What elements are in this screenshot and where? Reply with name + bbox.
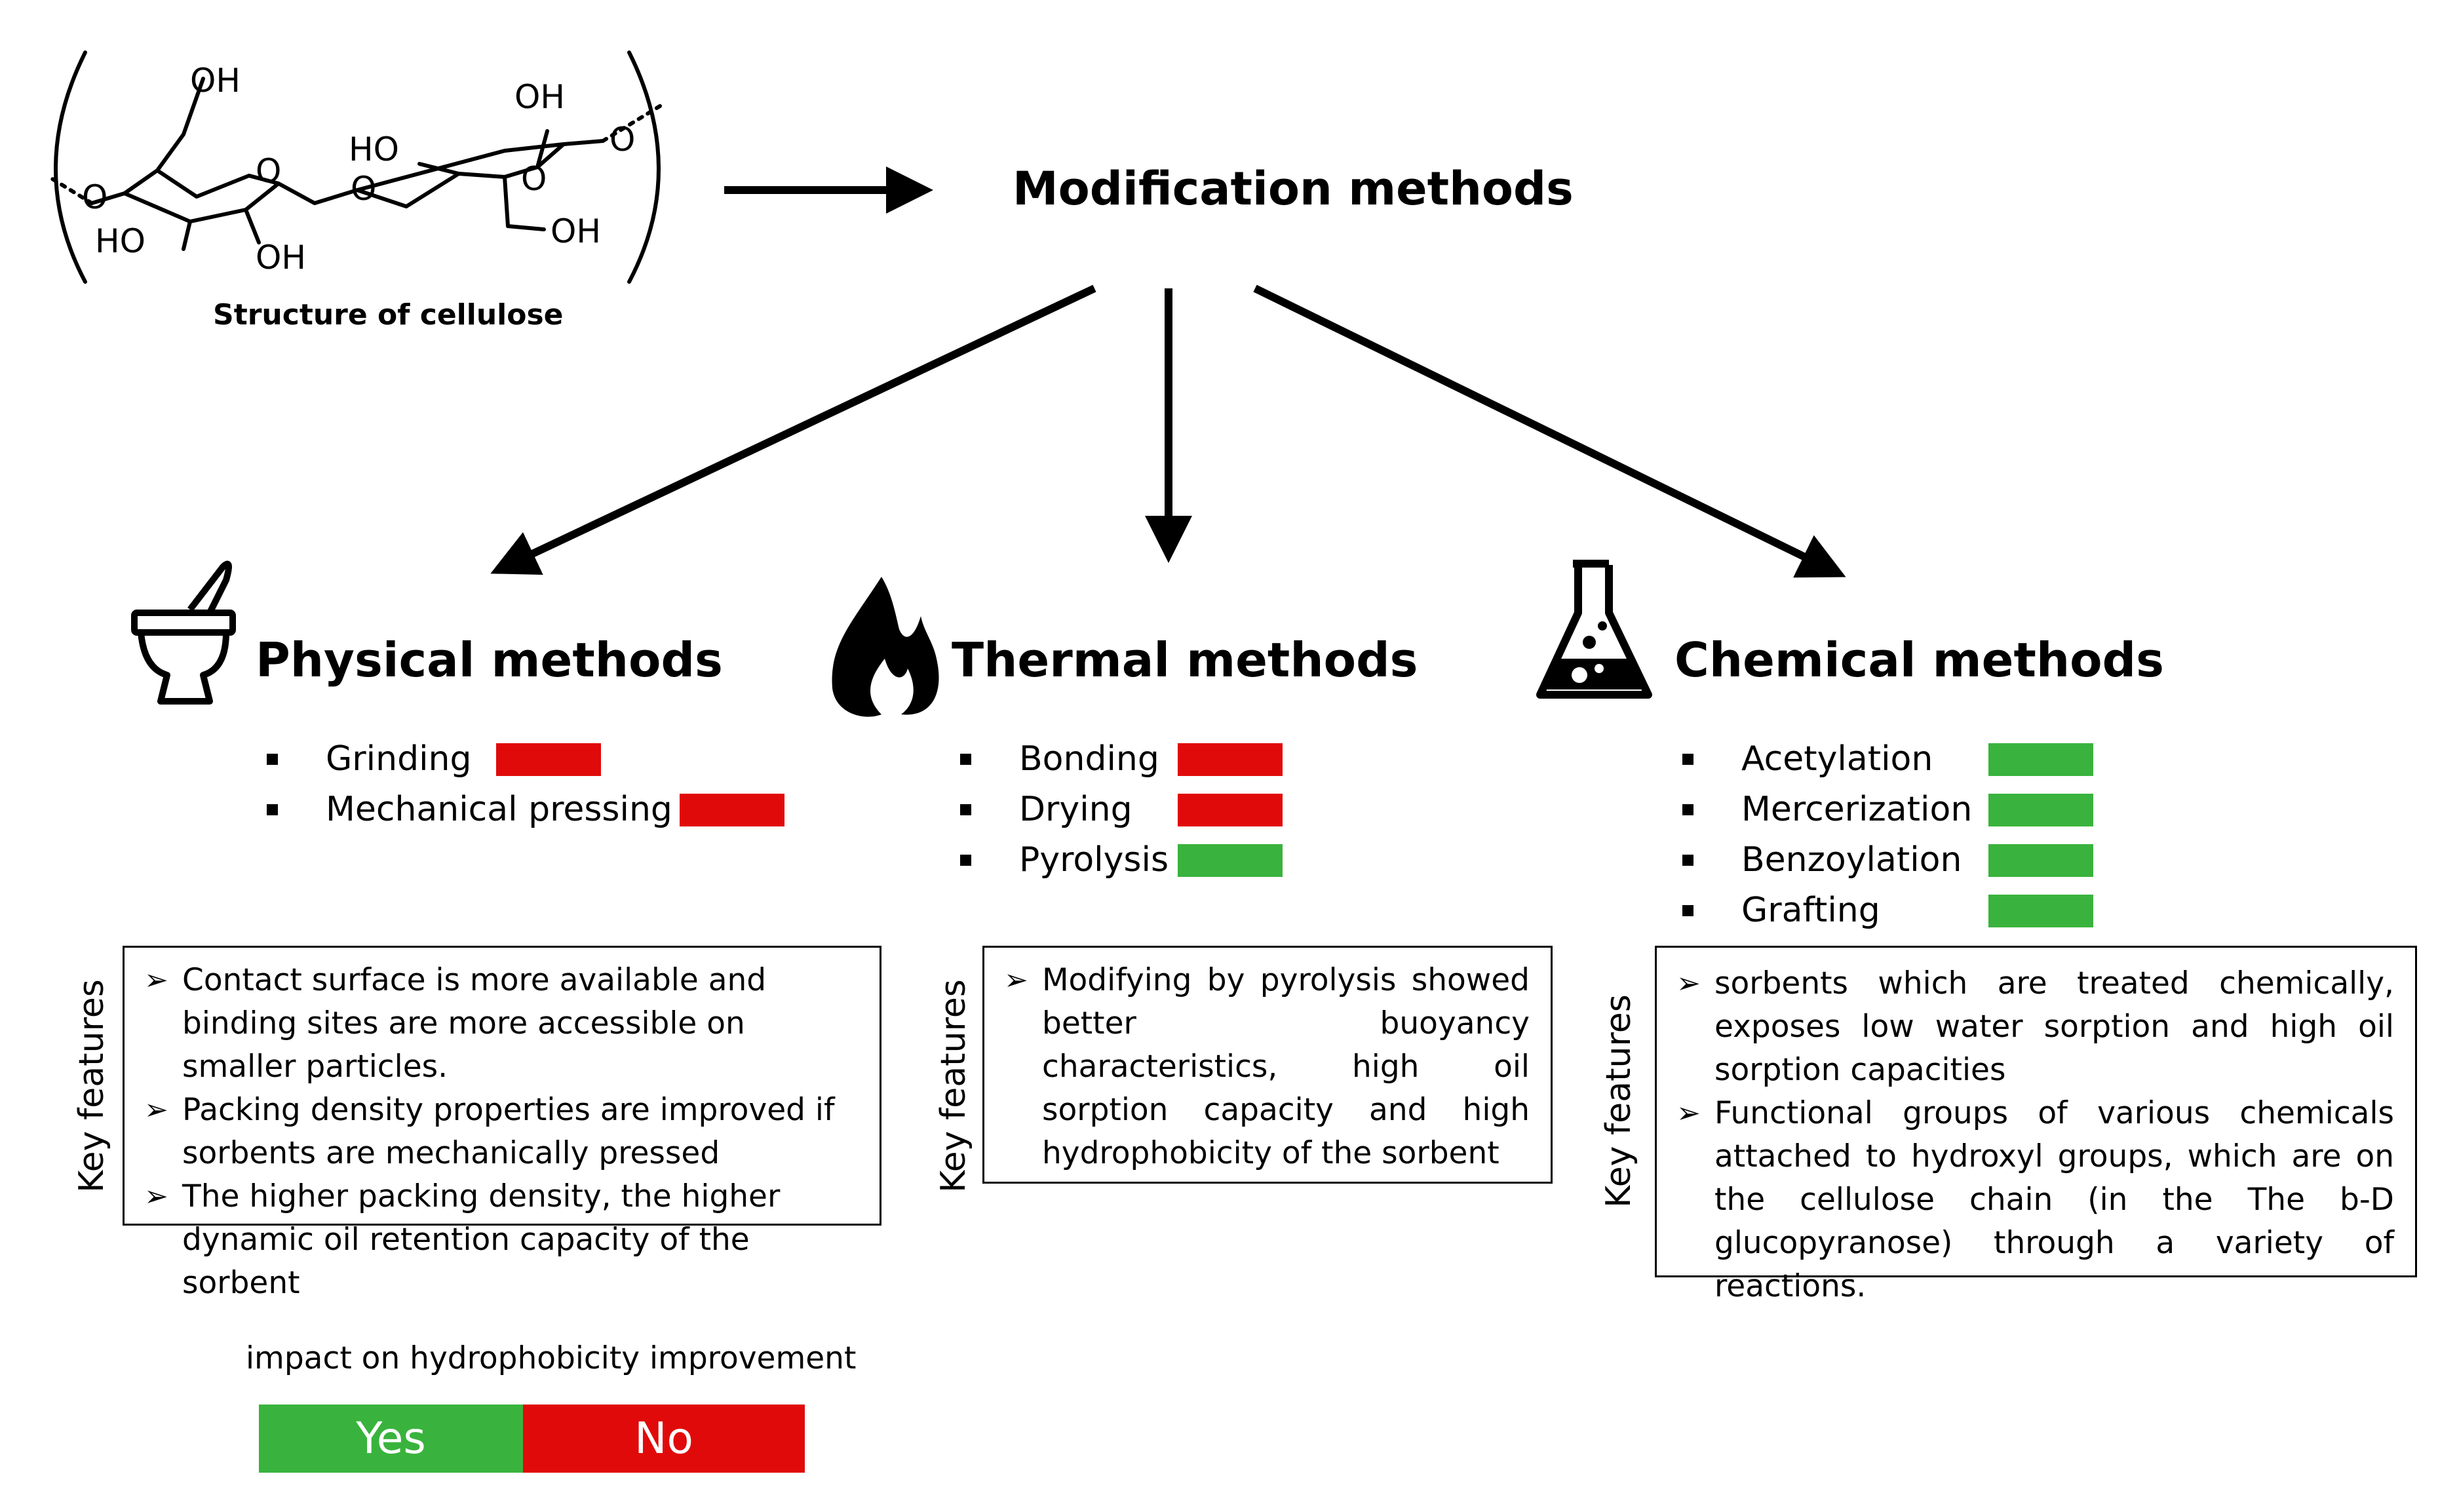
thermal-methods-list: Bonding Drying Pyrolysis: [960, 734, 1360, 885]
feature-text: Modifying by pyrolysis showed better buo…: [1042, 962, 1530, 1171]
method-item-label: Mercerization: [1741, 790, 1973, 829]
feature-text: Packing density properties are improved …: [182, 1092, 835, 1171]
list-item: Bonding: [960, 734, 1360, 785]
list-item: Grafting: [1682, 885, 2108, 936]
mol-label-oh-1: OH: [190, 62, 241, 100]
mol-label-o-link3: O: [610, 121, 635, 159]
list-item: ➢ Packing density properties are improved…: [125, 1089, 866, 1175]
hydrophobicity-no-indicator: [496, 743, 601, 776]
list-item: ➢ Modifying by pyrolysis showed better bu…: [984, 959, 1530, 1175]
method-item-label: Grafting: [1741, 891, 1880, 930]
list-item: ➢ The higher packing density, the higher …: [125, 1175, 866, 1305]
method-item-label: Bonding: [1019, 739, 1159, 779]
feature-text: The higher packing density, the higher d…: [182, 1178, 781, 1301]
mol-label-o-ring1: O: [256, 152, 281, 190]
mortar-pestle-icon: [131, 560, 236, 705]
chemical-methods-title: Chemical methods: [1674, 632, 2165, 688]
list-item: Benzoylation: [1682, 835, 2108, 885]
feature-text: sorbents which are treated chemically, e…: [1714, 965, 2394, 1088]
arrow-bullet-icon: ➢: [144, 1093, 168, 1127]
mol-label-o-link1: O: [82, 178, 107, 216]
arrow-to-physical: [490, 284, 1096, 575]
arrow-bullet-icon: ➢: [1676, 1096, 1701, 1130]
legend-yes: Yes: [259, 1405, 523, 1473]
chemical-key-features-box: ➢ sorbents which are treated chemically, …: [1655, 946, 2417, 1304]
method-item-label: Mechanical pressing: [326, 790, 672, 829]
page-title: Modification methods: [1013, 162, 1574, 216]
physical-methods-list: Grinding Mechanical pressing: [267, 734, 798, 835]
hydrophobicity-yes-indicator: [1988, 844, 2093, 877]
thermal-methods-title: Thermal methods: [952, 632, 1418, 688]
cellulose-structure-icon: [47, 50, 664, 284]
list-item: Pyrolysis: [960, 835, 1360, 885]
list-item: Acetylation: [1682, 734, 2108, 785]
physical-key-features-label: Key features: [72, 979, 111, 1193]
method-item-label: Pyrolysis: [1019, 840, 1169, 880]
physical-methods-title: Physical methods: [256, 632, 723, 688]
bullet: [1682, 804, 1693, 815]
list-item: ➢ Contact surface is more available and b…: [125, 959, 866, 1089]
mol-label-ho-2: HO: [349, 130, 399, 168]
legend-no: No: [523, 1405, 805, 1473]
hydrophobicity-yes-indicator: [1178, 844, 1283, 877]
method-item-label: Grinding: [326, 739, 472, 779]
thermal-key-features-box: ➢ Modifying by pyrolysis showed better bu…: [982, 946, 1553, 1184]
list-item: Mercerization: [1682, 785, 2108, 835]
flame-icon: [832, 577, 939, 717]
list-item: ➢ Functional groups of various chemicals …: [1657, 1092, 2394, 1308]
flask-icon: [1536, 560, 1652, 699]
bullet: [1682, 905, 1693, 916]
arrow-bullet-icon: ➢: [1004, 963, 1028, 997]
mol-label-oh-4: OH: [551, 212, 601, 250]
hydrophobicity-no-indicator: [1178, 743, 1283, 776]
mol-label-oh-3: OH: [514, 78, 565, 116]
method-item-label: Benzoylation: [1741, 840, 1962, 880]
arrow-bullet-icon: ➢: [144, 1180, 168, 1213]
bullet: [960, 754, 971, 765]
mol-label-oh-2: OH: [256, 239, 306, 277]
thermal-key-features-label: Key features: [934, 979, 973, 1193]
physical-key-features-box: ➢ Contact surface is more available and b…: [123, 946, 881, 1301]
bullet: [960, 804, 971, 815]
list-item: Drying: [960, 785, 1360, 835]
hydrophobicity-yes-indicator: [1988, 794, 2093, 826]
list-item: Grinding: [267, 734, 798, 785]
hydrophobicity-no-indicator: [1178, 794, 1283, 826]
bullet: [267, 804, 278, 815]
method-item-label: Acetylation: [1741, 739, 1933, 779]
hydrophobicity-yes-indicator: [1988, 895, 2093, 927]
arrow-bullet-icon: ➢: [1676, 967, 1701, 1000]
feature-text: Contact surface is more available and bi…: [182, 962, 767, 1085]
bullet: [960, 855, 971, 866]
feature-text: Functional groups of various chemicals a…: [1714, 1095, 2394, 1304]
bullet: [1682, 754, 1693, 765]
legend-title: impact on hydrophobicity improvement: [246, 1340, 857, 1376]
structure-caption: Structure of cellulose: [213, 298, 564, 332]
arrow-to-chemical: [1253, 284, 1846, 578]
mol-label-ho-1: HO: [95, 222, 145, 260]
hydrophobicity-yes-indicator: [1988, 743, 2093, 776]
hydrophobicity-no-indicator: [680, 794, 784, 826]
mol-label-o-ring2: O: [521, 160, 547, 198]
mol-label-o-link2: O: [351, 170, 376, 208]
arrow-bullet-icon: ➢: [144, 963, 168, 997]
list-item: Mechanical pressing: [267, 785, 798, 835]
bullet: [267, 754, 278, 765]
chemical-key-features-label: Key features: [1599, 994, 1638, 1208]
bullet: [1682, 855, 1693, 866]
list-item: ➢ sorbents which are treated chemically, …: [1657, 962, 2394, 1092]
method-item-label: Drying: [1019, 790, 1132, 829]
chemical-methods-list: Acetylation Mercerization Benzoylation G…: [1682, 734, 2108, 936]
